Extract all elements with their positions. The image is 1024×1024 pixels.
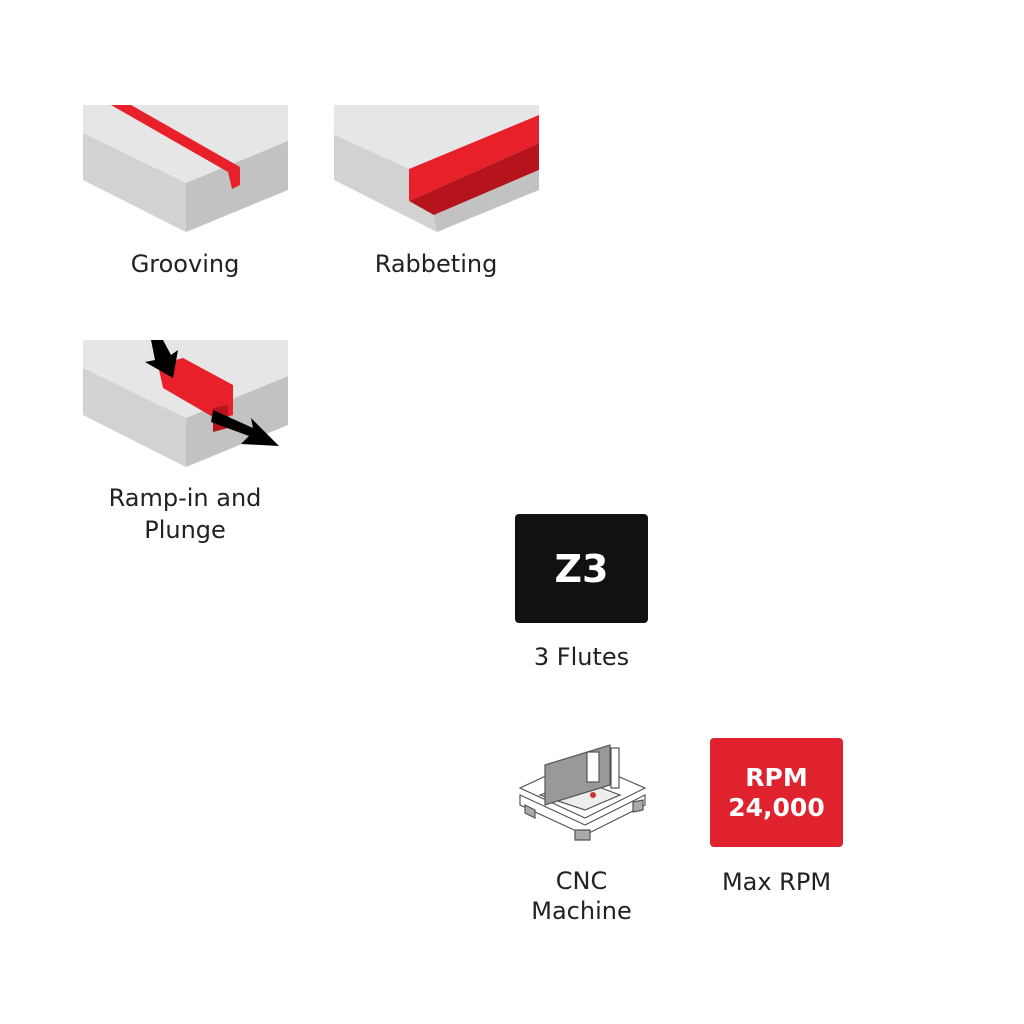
cnc-label-line1: CNC (555, 867, 608, 895)
ramp-plunge-label: Ramp-in and Plunge (85, 482, 285, 546)
cnc-label-line2: Machine (531, 897, 632, 925)
flutes-label: 3 Flutes (533, 643, 630, 671)
cnc-machine-icon (518, 744, 647, 841)
ramp-plunge-label-line1: Ramp-in and (108, 484, 262, 512)
ramp-plunge-icon (83, 340, 288, 467)
grooving-icon (83, 105, 288, 232)
rabbeting-icon (334, 105, 539, 232)
rabbeting-label: Rabbeting (374, 250, 498, 278)
flutes-badge: Z3 (515, 514, 648, 623)
max-rpm-label: Max RPM (721, 868, 832, 896)
ramp-plunge-label-line2: Plunge (144, 516, 226, 544)
rpm-badge-line1: RPM (745, 762, 808, 792)
flutes-badge-text: Z3 (554, 546, 609, 591)
cnc-machine-label: CNC Machine (500, 866, 663, 926)
rpm-badge-value: 24,000 (728, 792, 825, 822)
rpm-badge: RPM 24,000 (710, 738, 843, 847)
grooving-label: Grooving (130, 250, 240, 278)
